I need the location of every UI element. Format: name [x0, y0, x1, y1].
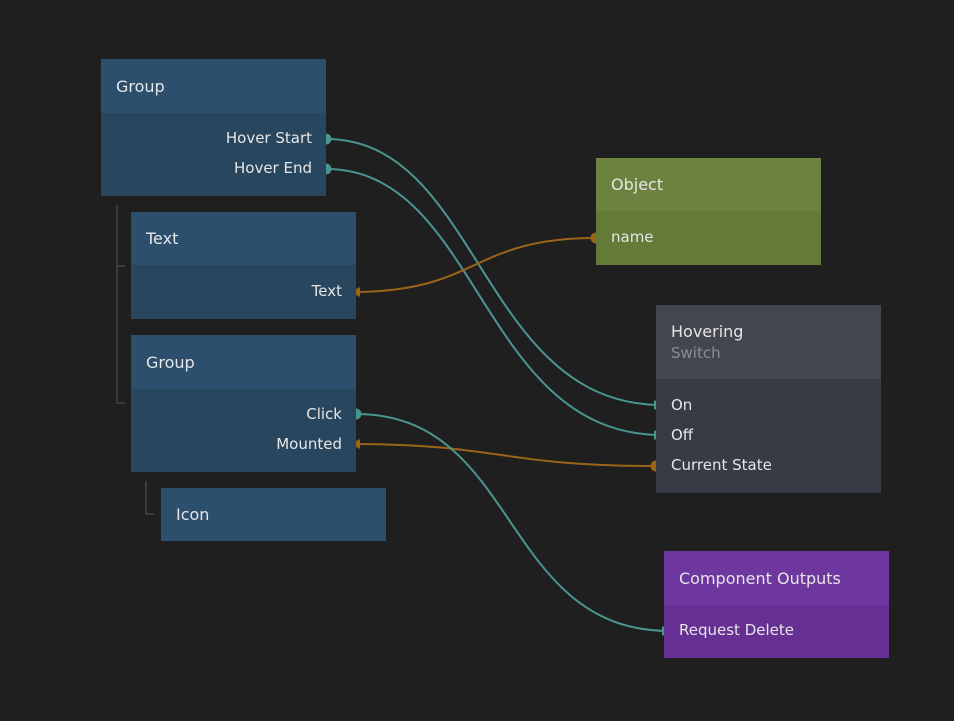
port-text[interactable]: Text: [311, 282, 342, 300]
node-header[interactable]: Text: [131, 212, 356, 265]
node-title: Object: [611, 175, 664, 194]
tree-tick: [145, 513, 154, 515]
port-hover-end[interactable]: Hover End: [233, 159, 312, 177]
wire-hover-end-off[interactable]: [325, 168, 664, 440]
port-request-delete[interactable]: Request Delete: [679, 621, 794, 639]
port-hover-start[interactable]: Hover Start: [225, 129, 312, 147]
node-title: Group: [146, 352, 195, 372]
wire-click-request-delete[interactable]: [355, 413, 672, 636]
port-current-state[interactable]: Current State: [671, 456, 772, 474]
port-off[interactable]: Off: [671, 426, 694, 444]
node-title: Text: [146, 229, 179, 248]
node-title: Component Outputs: [679, 568, 841, 588]
tree-line: [145, 481, 147, 515]
tree-tick: [116, 265, 125, 267]
node-header[interactable]: Group: [101, 59, 326, 113]
wire-hover-start-on[interactable]: [325, 138, 664, 410]
node-title: Group: [116, 76, 165, 96]
node-header[interactable]: Component Outputs: [664, 551, 889, 605]
tree-line: [116, 205, 118, 404]
node-type-label: Switch: [671, 344, 721, 362]
wire-name-text[interactable]: [350, 237, 597, 297]
node-hovering-switch[interactable]: Hovering Switch On Off Current State: [656, 305, 881, 493]
node-header[interactable]: Icon: [161, 488, 386, 541]
node-text[interactable]: Text Text: [131, 212, 356, 319]
port-on[interactable]: On: [671, 396, 693, 414]
node-component-outputs[interactable]: Component Outputs Request Delete: [664, 551, 889, 658]
node-header[interactable]: Object: [596, 158, 821, 211]
tree-tick: [116, 402, 125, 404]
node-header[interactable]: Group: [131, 335, 356, 389]
port-click[interactable]: Click: [306, 405, 342, 423]
node-group[interactable]: Group Click Mounted: [131, 335, 356, 472]
node-title: Icon: [176, 505, 210, 524]
port-mounted[interactable]: Mounted: [276, 435, 342, 453]
node-group[interactable]: Group Hover Start Hover End: [101, 59, 326, 196]
node-title: Hovering: [671, 322, 744, 341]
node-object[interactable]: Object name: [596, 158, 821, 265]
node-header[interactable]: Hovering Switch: [656, 305, 881, 379]
wire-state-mounted[interactable]: [350, 439, 657, 467]
port-name[interactable]: name: [611, 228, 654, 246]
node-icon[interactable]: Icon: [161, 488, 386, 541]
